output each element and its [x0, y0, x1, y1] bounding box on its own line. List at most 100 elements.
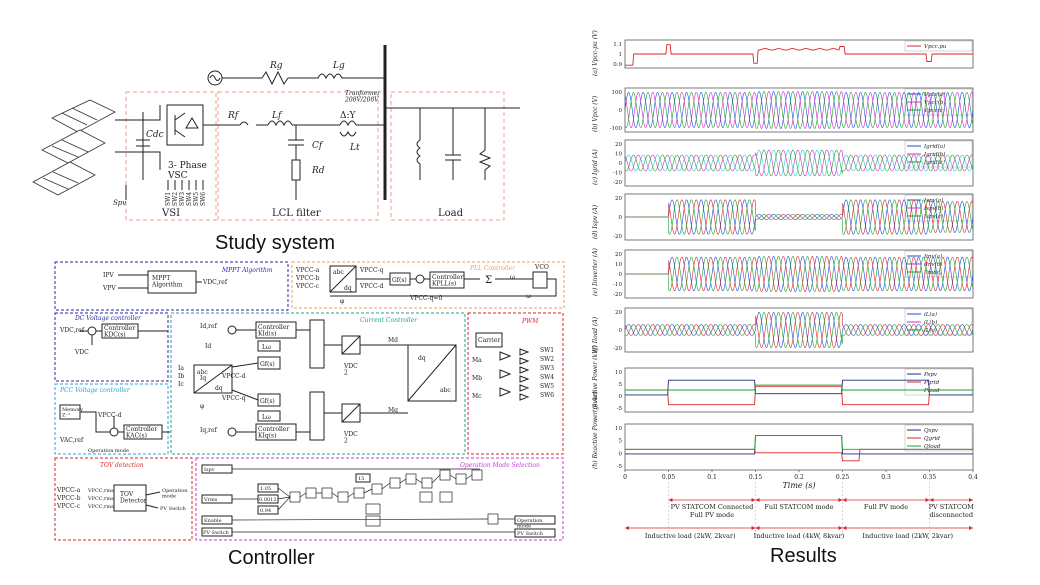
legend-entry: Iinv(c): [923, 269, 942, 276]
legend-entry: Pload: [923, 388, 940, 394]
svg-text:Enable: Enable: [204, 518, 222, 524]
caption-results: Results: [770, 545, 837, 567]
legend-entry: Ispv(b): [923, 205, 943, 212]
svg-text:0.0012: 0.0012: [259, 497, 277, 503]
study-system-diagram: Rg Lg Cdc Rf Lf Cf Rd Lt Δ:Y Spv Tranfor…: [32, 45, 520, 221]
y-tick-label: -100: [610, 126, 623, 132]
legend-entry: Ispv(c): [923, 213, 943, 220]
legend-entry: Vpcc.pu: [924, 44, 947, 50]
svg-text:Ma: Ma: [472, 357, 482, 364]
y-tick-label: -10: [613, 282, 622, 288]
svg-text:Ib: Ib: [178, 373, 184, 380]
series-line: [625, 256, 974, 293]
svg-text:Mc: Mc: [472, 393, 482, 400]
legend-entry: Igrid(b): [923, 151, 945, 158]
caption-controller: Controller: [228, 547, 315, 569]
svg-text:Mq: Mq: [388, 407, 398, 414]
svg-text:VCO: VCO: [534, 264, 549, 271]
svg-text:1.05: 1.05: [260, 486, 271, 492]
svg-text:dq: dq: [344, 285, 352, 292]
label-rg: Rg: [269, 61, 283, 71]
svg-text:Ispv: Ispv: [204, 467, 215, 473]
y-tick-label: -20: [613, 180, 622, 186]
svg-text:VPCC-q=0: VPCC-q=0: [409, 295, 442, 302]
y-tick-label: 1: [619, 52, 623, 58]
svg-text:Gf(s): Gf(s): [260, 361, 275, 368]
svg-text:SW2: SW2: [172, 192, 179, 206]
panel-ylabel: (b) Vpcc (V): [592, 95, 599, 132]
series-line: [625, 199, 974, 235]
svg-text:VPCC-q: VPCC-q: [221, 395, 246, 402]
label-lcl: LCL filter: [272, 208, 321, 219]
legend-entry: iInv(b): [924, 261, 942, 268]
pcc-voltage-box: [54, 383, 169, 455]
series-line: [625, 199, 974, 235]
x-tick-label: 0.35: [923, 474, 937, 481]
legend-entry: Iinv(a): [923, 253, 942, 260]
dc-voltage-box: [54, 312, 169, 382]
y-tick-label: -20: [613, 346, 622, 352]
svg-text:15: 15: [358, 476, 364, 482]
x-tick-label: 0.2: [794, 474, 804, 481]
load-box: [390, 91, 505, 221]
svg-text:SW6: SW6: [200, 192, 207, 206]
svg-text:Σ: Σ: [485, 275, 492, 286]
svg-text:Gf(s): Gf(s): [392, 277, 407, 284]
y-tick-label: 20: [615, 310, 622, 316]
load-label: Inductive load (2kW, 2kvar): [862, 532, 953, 540]
svg-text:SW4: SW4: [540, 374, 554, 381]
y-tick-label: -20: [613, 234, 622, 240]
svg-text:0.94: 0.94: [260, 508, 271, 514]
svg-text:φ: φ: [200, 403, 204, 410]
label-lg: Lg: [332, 61, 345, 71]
svg-text:TOV detection: TOV detection: [100, 462, 144, 469]
svg-text:VDC,ref: VDC,ref: [59, 327, 85, 334]
operation-mode-box: [195, 457, 564, 541]
series-line: [624, 312, 974, 348]
switch-inputs: SW1 SW2 SW3 SW4 SW5 SW6: [165, 180, 207, 206]
pv-array-icon: [32, 99, 116, 196]
y-tick-label: 10: [615, 262, 622, 268]
svg-text:VPCC,rms: VPCC,rms: [87, 488, 114, 494]
svg-text:VPCC-c: VPCC-c: [56, 503, 81, 510]
label-lf: Lf: [271, 111, 283, 121]
svg-text:SW6: SW6: [540, 392, 554, 399]
svg-text:Carrier: Carrier: [478, 337, 500, 344]
series-line: [625, 199, 974, 235]
svg-text:VPCC-d: VPCC-d: [221, 373, 246, 380]
svg-text:abc: abc: [440, 387, 451, 394]
svg-text:SW1: SW1: [165, 192, 172, 206]
svg-text:SW5: SW5: [193, 192, 200, 206]
x-tick-label: 0.05: [662, 474, 676, 481]
series-line: [625, 435, 973, 450]
legend-entry: Vpcc(a): [924, 91, 945, 98]
x-tick-label: 0.1: [707, 474, 717, 481]
lcl-filter-box: [217, 91, 379, 221]
svg-text:IPV: IPV: [103, 272, 114, 279]
tov-detection-box: [54, 457, 193, 541]
series-line: [625, 385, 973, 406]
y-tick-label: 0: [619, 161, 623, 167]
svg-text:VPCC,rms: VPCC,rms: [87, 504, 114, 510]
svg-text:abc: abc: [333, 269, 344, 276]
panel-ylabel: (e) Iinverter (A): [592, 247, 599, 296]
panel-ylabel: (h) Reactive Power (kvar): [592, 391, 599, 469]
svg-text:dq: dq: [215, 385, 223, 392]
series-line: [624, 149, 974, 177]
y-tick-label: 20: [615, 142, 622, 148]
mode-label-top: Full STATCOM mode: [764, 503, 833, 511]
svg-text:DC Voltage controller: DC Voltage controller: [74, 315, 142, 322]
svg-text:Id: Id: [205, 343, 211, 350]
svg-text:VPCC,rms: VPCC,rms: [87, 496, 114, 502]
mode-label-top: PV STATCOM Connected: [671, 503, 754, 511]
series-line: [625, 44, 973, 66]
mode-label-top: PV STATCOM: [929, 503, 975, 511]
